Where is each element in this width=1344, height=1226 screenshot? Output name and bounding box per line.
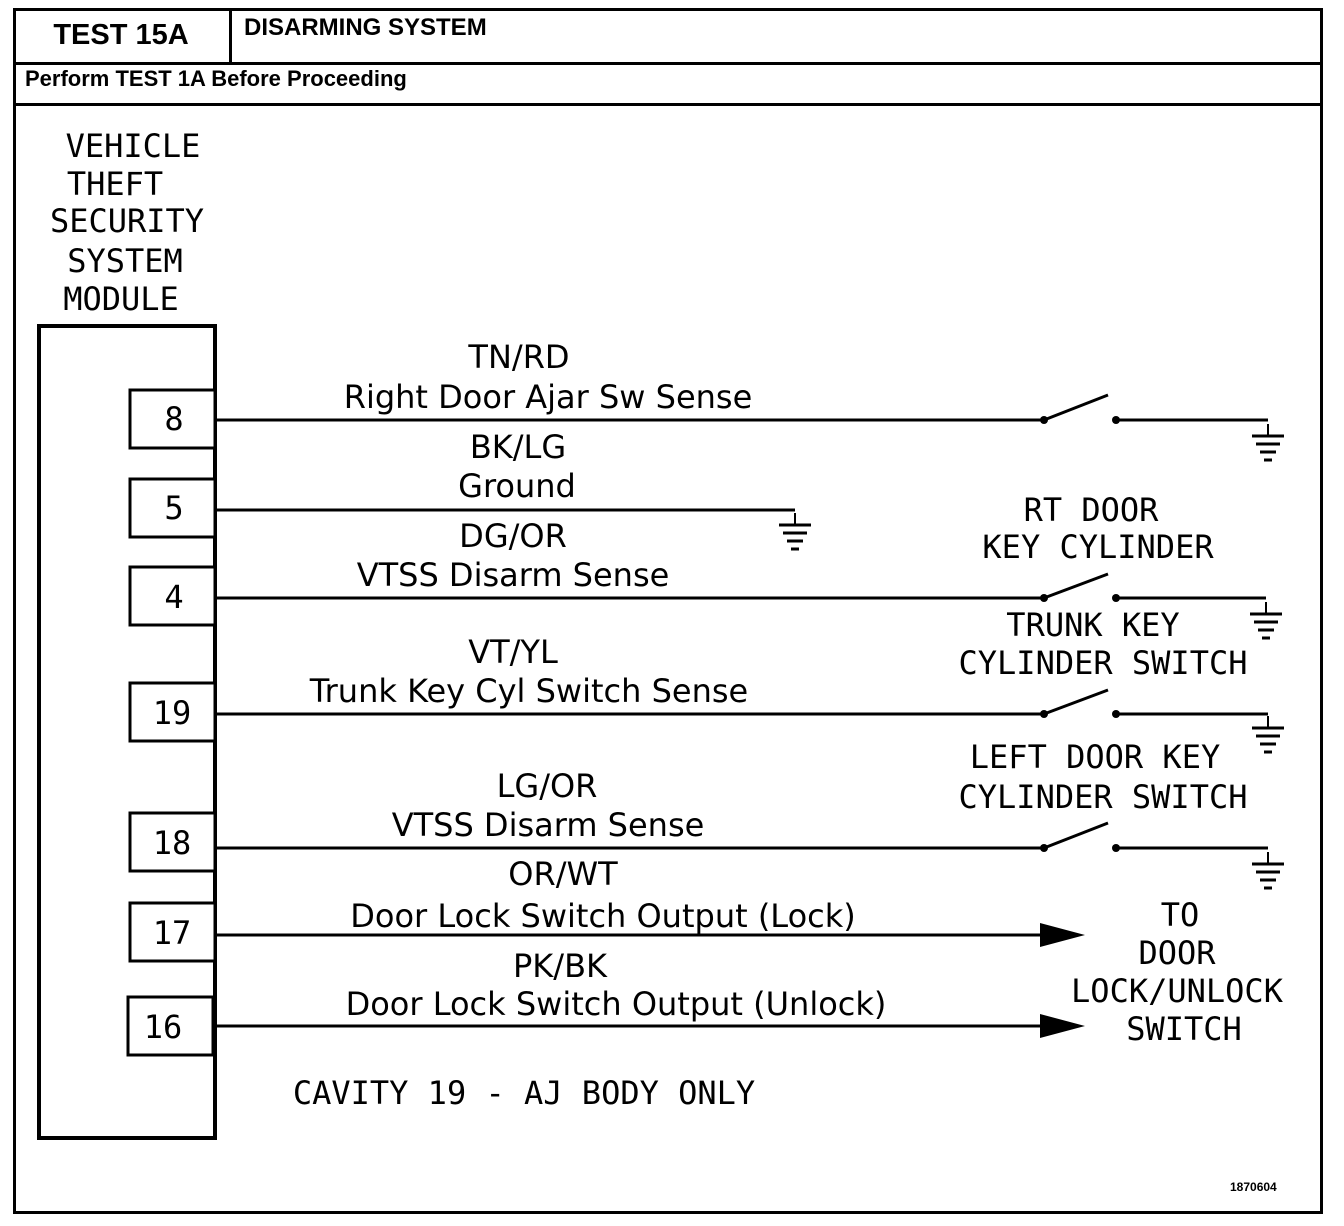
module-title-line: MODULE (63, 280, 179, 318)
circuit-wire (215, 508, 813, 551)
circuit-wire (213, 1014, 1085, 1038)
wire-signal-label: Right Door Ajar Sw Sense (344, 378, 753, 416)
pin-number: 16 (144, 1008, 183, 1046)
component-label: CYLINDER SWITCH (959, 778, 1248, 816)
component-label: CYLINDER SWITCH (959, 644, 1248, 682)
pin-connector: 19 (128, 681, 217, 743)
pin-number: 19 (153, 694, 192, 732)
pin-connector: 8 (128, 388, 217, 450)
pin-number: 5 (164, 489, 183, 527)
wire-color-code: TN/RD (467, 338, 569, 376)
wire-color-code: BK/LG (470, 428, 566, 466)
component-label: SWITCH (1126, 1010, 1242, 1048)
diagram-frame (13, 8, 1323, 1214)
wire-color-code: OR/WT (508, 855, 618, 893)
test-title: DISARMING SYSTEM (244, 14, 487, 41)
pin-connector: 17 (128, 901, 217, 963)
component-label: TRUNK KEY (1006, 606, 1179, 644)
pin-connector: 18 (128, 811, 217, 873)
figure-id: 1870604 (1230, 1180, 1277, 1194)
pin-number: 4 (164, 578, 183, 616)
prerequisite-note: Perform TEST 1A Before Proceeding (25, 66, 407, 91)
circuit-wire (215, 923, 1085, 947)
component-label: DOOR (1138, 934, 1216, 972)
component-label: LEFT DOOR KEY (970, 738, 1220, 776)
pin-connector: 16 (126, 995, 215, 1057)
module-title-line: THEFT (67, 165, 163, 203)
wire-signal-label: Ground (458, 467, 576, 505)
circuit-wire (215, 572, 1284, 640)
circuit-wire (215, 393, 1286, 462)
test-id: TEST 15A (13, 8, 232, 65)
module-title-line: SECURITY (50, 202, 204, 240)
pin-number: 8 (164, 400, 183, 438)
wire-color-code: DG/OR (459, 517, 567, 555)
wire-signal-label: Door Lock Switch Output (Lock) (350, 897, 856, 935)
module-title-line: VEHICLE (66, 127, 201, 165)
prerequisite-row (13, 62, 1323, 106)
component-label: KEY CYLINDER (982, 528, 1214, 566)
circuit-wire (215, 688, 1286, 754)
pin-number: 17 (153, 914, 192, 952)
pin-connector: 4 (128, 565, 217, 627)
wire-signal-label: Trunk Key Cyl Switch Sense (309, 672, 748, 710)
component-label: LOCK/UNLOCK (1071, 972, 1284, 1010)
component-label: TO (1161, 896, 1200, 934)
circuit-wire (215, 821, 1286, 890)
wire-color-code: VT/YL (468, 633, 558, 671)
module-title-line: SYSTEM (67, 242, 183, 280)
wire-signal-label: VTSS Disarm Sense (357, 556, 670, 594)
wire-signal-label: VTSS Disarm Sense (392, 806, 705, 844)
wire-color-code: PK/BK (513, 947, 608, 985)
component-label: RT DOOR (1024, 491, 1160, 529)
wire-color-code: LG/OR (497, 767, 598, 805)
header-row (13, 8, 1323, 65)
pin-connector: 5 (128, 477, 217, 539)
wire-signal-label: Door Lock Switch Output (Unlock) (346, 985, 887, 1023)
cavity-note: CAVITY 19 - AJ BODY ONLY (293, 1074, 755, 1112)
pin-number: 18 (153, 824, 192, 862)
